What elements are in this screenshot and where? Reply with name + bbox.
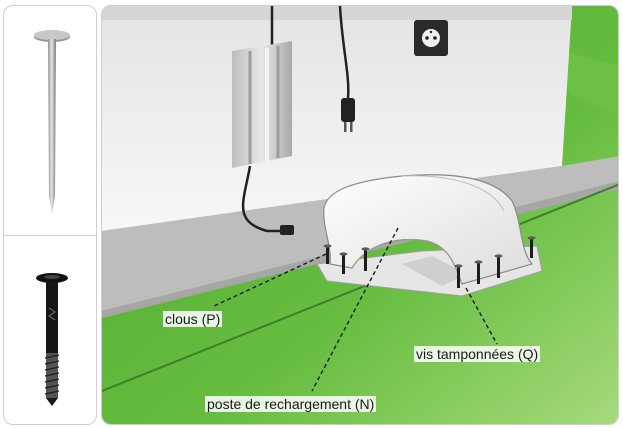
anchor-screw-icon (4, 236, 97, 425)
label-nails: clous (P) (163, 311, 222, 327)
installation-diagram (101, 5, 619, 425)
fastener-panel (3, 5, 97, 425)
nail-icon (4, 6, 97, 235)
label-screws: vis tamponnées (Q) (414, 346, 540, 362)
label-charging-station: poste de rechargement (N) (205, 396, 376, 412)
installation-scene (102, 6, 619, 425)
wall-socket (414, 20, 448, 56)
